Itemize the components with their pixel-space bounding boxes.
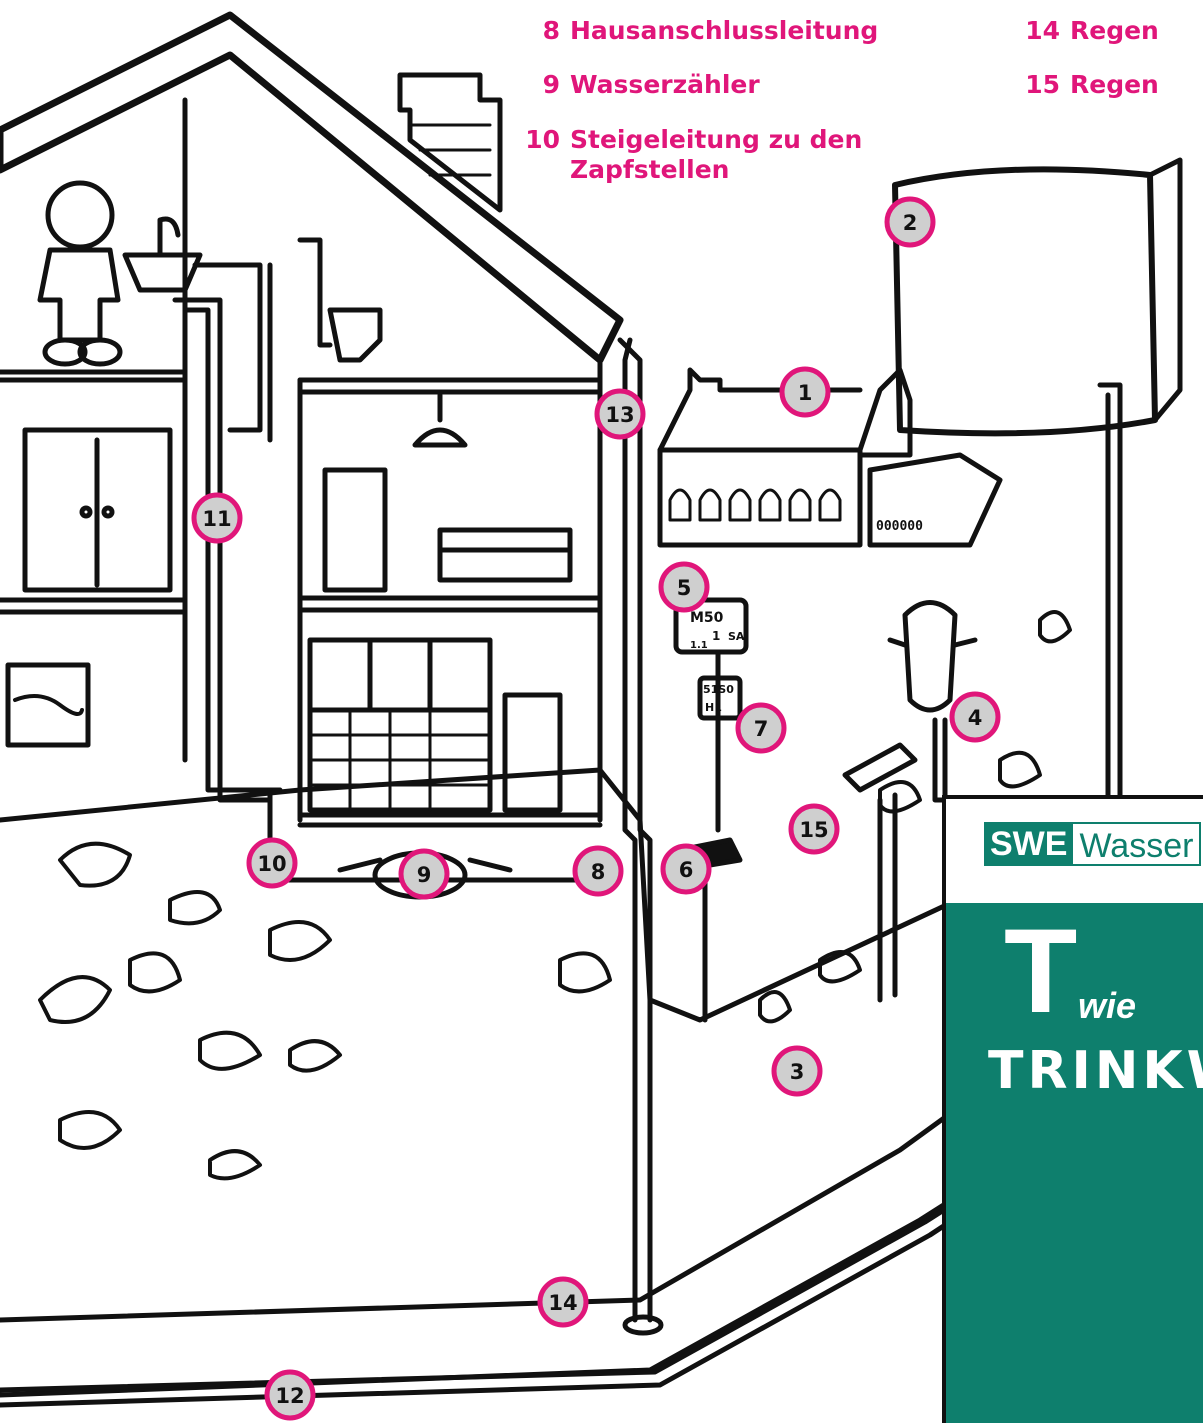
svg-text:12: 12 (275, 1384, 304, 1408)
painting (5, 662, 91, 748)
hydrant (902, 600, 958, 713)
waterworks (657, 447, 863, 548)
door-upper (322, 467, 388, 593)
brand-swe: SWE (984, 822, 1074, 866)
brand-wasser: Wasser (1073, 822, 1202, 866)
svg-text:9: 9 (417, 863, 432, 887)
badge-15: 15 (788, 803, 840, 855)
brand-word: TRINKWASSER (988, 1041, 1203, 1101)
sign-right-text: SA (728, 630, 745, 643)
brand-panel (946, 903, 1203, 1423)
svg-text:15: 15 (799, 818, 828, 842)
badge-11: 11 (191, 492, 243, 544)
sign-bottom-text: 1.1 (690, 640, 708, 651)
sign2-bottom-text: H1 (705, 701, 722, 714)
badge-4: 4 (949, 691, 1001, 743)
downpipe-13 (617, 337, 653, 1323)
legend-text: Steigeleitung zu den (570, 125, 863, 154)
lamp (412, 392, 468, 448)
sign2-top-text: 51S0 (703, 683, 734, 696)
annex-building (867, 452, 1003, 548)
svg-text:2: 2 (903, 211, 918, 235)
badge-2: 2 (884, 196, 936, 248)
legend-item-10: 10 Steigeleitung zu den Zapfstellen (520, 125, 862, 185)
legend-number: 8 (542, 16, 560, 45)
person-head (45, 180, 115, 250)
badge-6: 6 (660, 843, 712, 895)
badge-10: 10 (246, 837, 298, 889)
legend-item-15: 15 Regen (1020, 70, 1159, 100)
badge-9: 9 (398, 848, 450, 900)
legend-item-14: 14 Regen (1020, 16, 1159, 46)
brand-wie: wie (1078, 985, 1137, 1026)
toilet (327, 307, 383, 363)
svg-text:7: 7 (754, 717, 769, 741)
badge-12: 12 (264, 1369, 316, 1421)
legend-item-9: 9 Wasserzähler (520, 70, 760, 100)
chimney (397, 72, 503, 213)
legend-item-8: 8 Hausanschlussleitung (520, 16, 879, 46)
badge-5: 5 (658, 561, 710, 613)
legend-number: 9 (542, 70, 560, 99)
brand-logo: SWE Wasser (984, 822, 1202, 866)
street-gully (842, 742, 918, 793)
svg-text:11: 11 (202, 507, 231, 531)
badge-14: 14 (537, 1276, 589, 1328)
legend-number: 14 (1025, 16, 1060, 45)
building-windows-text: 000000 (876, 519, 923, 534)
house-gable (0, 52, 603, 823)
badge-3: 3 (771, 1045, 823, 1097)
legend-text: Wasserzähler (570, 70, 760, 99)
legend-number: 10 (525, 125, 560, 154)
badge-7: 7 (735, 702, 787, 754)
door-kitchen (502, 692, 563, 813)
svg-text:8: 8 (591, 860, 606, 884)
sign-top-text: M50 (690, 610, 724, 626)
wardrobe (22, 427, 173, 593)
legend-number: 15 (1025, 70, 1060, 99)
svg-text:13: 13 (605, 403, 634, 427)
sink (122, 252, 203, 293)
stones (38, 610, 1072, 1181)
svg-text:5: 5 (677, 576, 692, 600)
legend-text: Hausanschlussleitung (570, 16, 879, 45)
attic-floor (0, 369, 188, 383)
legend-text: Regen (1070, 70, 1159, 99)
street-sign (673, 597, 749, 655)
svg-text:14: 14 (548, 1291, 577, 1315)
badge-8: 8 (572, 845, 624, 897)
svg-text:10: 10 (257, 852, 286, 876)
legend-text: Regen (1070, 16, 1159, 45)
badge-1: 1 (779, 366, 831, 418)
sign-mid-text: 1 (712, 629, 720, 643)
badge-13: 13 (594, 388, 646, 440)
brand-card: SWE Wasser T wie TRINKWASSER (942, 795, 1203, 1423)
brand-big-letter: T (1004, 904, 1078, 1038)
legend-text-continued: Zapfstellen (570, 155, 730, 184)
riser-11 (172, 297, 273, 803)
svg-text:3: 3 (790, 1060, 805, 1084)
bed (437, 527, 573, 583)
svg-text:1: 1 (798, 381, 813, 405)
svg-text:4: 4 (968, 706, 983, 730)
svg-text:6: 6 (679, 858, 694, 882)
tower-pipe (1097, 382, 1123, 803)
